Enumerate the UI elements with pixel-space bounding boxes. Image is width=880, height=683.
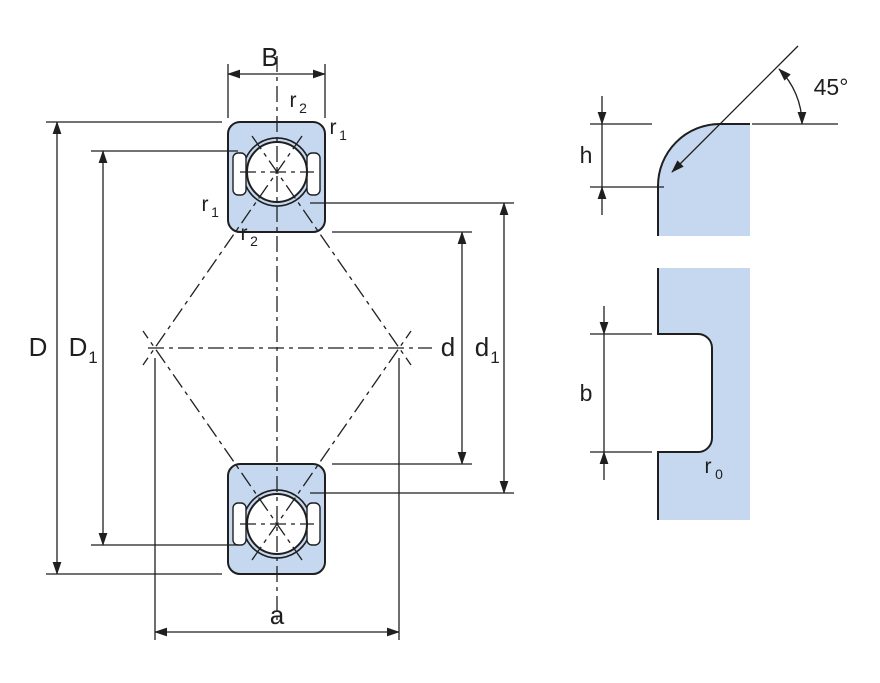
dim-label-h: h (580, 142, 593, 168)
angle-arc (778, 68, 807, 125)
dim-label-45deg: 45° (814, 74, 849, 100)
seat-cross-section (658, 268, 750, 520)
dim-label-d1: d (475, 332, 489, 362)
cage-slot-right (306, 152, 321, 196)
groove-detail-view: b r 0 (580, 268, 750, 520)
cage-slot-left (232, 152, 247, 196)
shoulder-cross-section (658, 124, 750, 236)
dimension-D: D (29, 121, 222, 575)
dim-label-d: d (441, 332, 455, 362)
dim-label-r2-top: r (290, 89, 297, 112)
dim-label-D1-sub: 1 (88, 348, 97, 367)
dimension-d1: d 1 (310, 202, 514, 494)
dimension-d: d (332, 231, 472, 465)
chamfer-detail-view: 45° h (580, 45, 849, 236)
dimension-B: B (227, 42, 326, 118)
dim-label-r2-bottom: r (241, 222, 248, 245)
dim-label-B: B (261, 42, 278, 72)
main-cross-section-view: B D D 1 d d 1 (29, 42, 514, 640)
dim-label-d1-sub: 1 (490, 348, 499, 367)
contact-angle-line (251, 135, 412, 366)
inner-raceway-line (245, 185, 309, 207)
dim-label-r2-bottom-sub: 2 (250, 233, 258, 249)
contact-angle-line (142, 330, 303, 561)
dim-label-r2-top-sub: 2 (299, 100, 307, 116)
dim-label-r0: r (705, 455, 712, 478)
groove-outline (657, 268, 713, 520)
dim-label-r1-right: r (330, 116, 337, 139)
dimension-h: h (580, 96, 664, 215)
dimension-b: b (580, 306, 652, 480)
dim-label-a: a (270, 600, 285, 630)
dimension-a: a (154, 358, 400, 640)
contact-angle-line (142, 135, 303, 366)
fillet-radius-labels: r 2 r 1 r 1 r 2 (202, 89, 348, 249)
dim-label-r1-left: r (202, 193, 209, 216)
centerlines (142, 56, 432, 620)
dimension-D1: D 1 (69, 150, 238, 546)
dim-label-D: D (29, 332, 48, 362)
dim-label-r1-left-sub: 1 (211, 204, 219, 220)
dim-label-b: b (580, 380, 593, 406)
dim-label-r0-sub: 0 (715, 466, 723, 482)
shoulder-outline (657, 123, 750, 236)
dim-label-D1: D (69, 332, 88, 362)
dim-label-r1-right-sub: 1 (339, 127, 347, 143)
chamfer-leader-line (671, 45, 799, 173)
contact-angle-line (251, 330, 412, 561)
